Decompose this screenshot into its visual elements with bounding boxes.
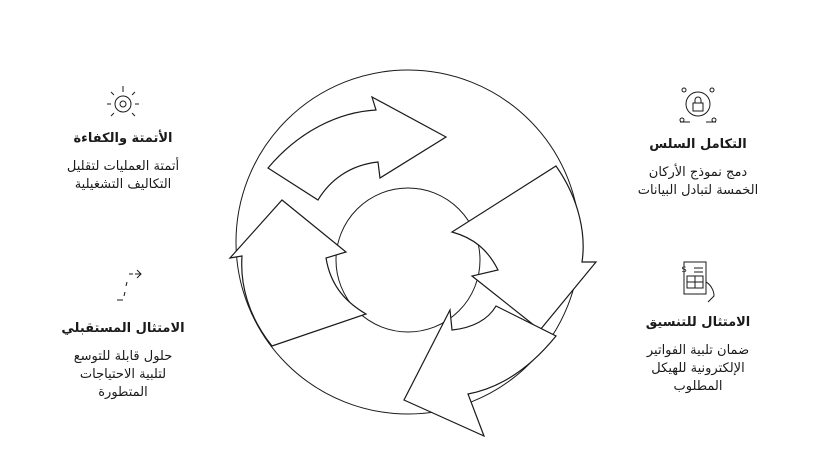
desc-line: الخمسة لتبادل البيانات [637,183,759,198]
cycle-arrow-right [450,165,598,331]
feature-automation-title: الأتمتة والكفاءة [73,131,173,146]
cycle-arrow-left [228,199,368,347]
feature-format-compliance-title: الامتثال للتنسيق [645,315,751,330]
svg-text:$: $ [681,265,687,275]
invoice-hand-icon: $ [681,261,715,303]
feature-future-compliance: الامتثال المستقبلي حلول قابلة للتوسع لتل… [48,266,198,402]
feature-future-compliance-desc: حلول قابلة للتوسع لتلبية الاحتياجات المت… [48,348,198,402]
lock-network-icon [679,87,717,123]
desc-line: لتلبية الاحتياجات [79,367,167,382]
desc-line: أتمتة العمليات لتقليل [66,159,180,174]
inner-ring [335,187,481,333]
desc-line: حلول قابلة للتوسع [73,349,173,364]
cycle-arrow-bottom [403,305,557,438]
feature-format-compliance-desc: ضمان تلبية الفواتير الإلكترونية للهيكل ا… [618,342,778,396]
desc-line: التكاليف التشغيلية [74,177,172,192]
feature-seamless-integration-title: التكامل السلس [649,137,747,152]
feature-automation: الأتمتة والكفاءة أتمتة العمليات لتقليل ا… [48,82,198,194]
feature-format-compliance: $ الامتثال للتنسيق ضمان تلبية الفواتير ا… [618,258,778,396]
feature-automation-desc: أتمتة العمليات لتقليل التكاليف التشغيلية [48,158,198,194]
desc-line: الإلكترونية للهيكل [651,361,745,376]
dashed-arrow-icon [117,269,142,301]
desc-line: المتطورة [98,385,148,400]
feature-seamless-integration-desc: دمج نموذج الأركان الخمسة لتبادل البيانات [618,164,778,200]
feature-future-compliance-title: الامتثال المستقبلي [61,321,185,336]
desc-line: ضمان تلبية الفواتير [646,343,750,358]
desc-line: دمج نموذج الأركان [648,165,748,180]
feature-seamless-integration: التكامل السلس دمج نموذج الأركان الخمسة ل… [618,82,778,200]
sun-gear-icon [107,86,139,117]
desc-line: المطلوب [673,379,723,394]
cycle-arrow-top [267,95,448,201]
